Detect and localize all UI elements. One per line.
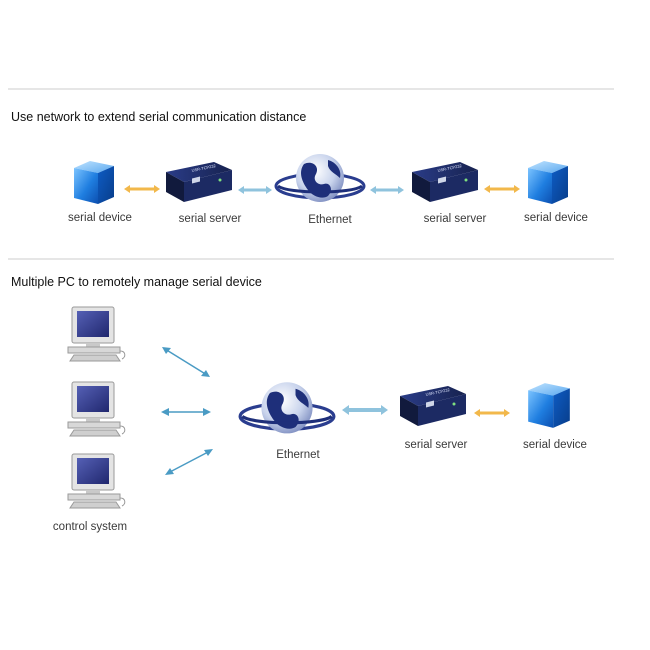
- svg-text:USR-TCP232: USR-TCP232: [437, 163, 463, 173]
- computer-icon: [66, 452, 128, 512]
- divider-middle: [8, 258, 614, 260]
- computer-icon: [66, 380, 128, 440]
- globe-icon: [274, 150, 366, 210]
- network-link-arrow: [342, 403, 388, 421]
- label-serial-device: serial device: [523, 439, 587, 451]
- serial-link-arrow: [474, 405, 510, 423]
- label-ethernet: Ethernet: [276, 449, 320, 461]
- divider-top: [8, 88, 614, 90]
- cube-icon: [70, 158, 118, 206]
- label-serial-device: serial device: [68, 212, 132, 224]
- serial-link-arrow: [124, 181, 160, 199]
- svg-text:USR-TCP232: USR-TCP232: [191, 163, 217, 173]
- cube-icon: [524, 380, 574, 430]
- pc-link-arrow: [160, 345, 212, 384]
- label-serial-server: serial server: [423, 213, 487, 225]
- label-serial-device: serial device: [524, 212, 588, 224]
- pc-link-arrow: [163, 447, 215, 482]
- section1-title: Use network to extend serial communicati…: [11, 110, 307, 124]
- label-control-system: control system: [52, 521, 128, 533]
- serial-link-arrow: [484, 181, 520, 199]
- section2-title: Multiple PC to remotely manage serial de…: [11, 275, 262, 289]
- serial-server-icon: USR-TCP232: [408, 160, 480, 204]
- serial-server-icon: USR-TCP232: [396, 384, 468, 428]
- svg-text:USR-TCP232: USR-TCP232: [425, 387, 451, 397]
- cube-icon: [524, 158, 572, 206]
- label-serial-server: serial server: [178, 213, 242, 225]
- label-ethernet: Ethernet: [308, 214, 352, 226]
- pc-link-arrow: [160, 405, 212, 423]
- network-link-arrow: [238, 182, 272, 200]
- globe-icon: [238, 378, 336, 442]
- computer-icon: [66, 305, 128, 365]
- network-link-arrow: [370, 182, 404, 200]
- label-serial-server: serial server: [404, 439, 468, 451]
- serial-server-icon: USR-TCP232: [162, 160, 234, 204]
